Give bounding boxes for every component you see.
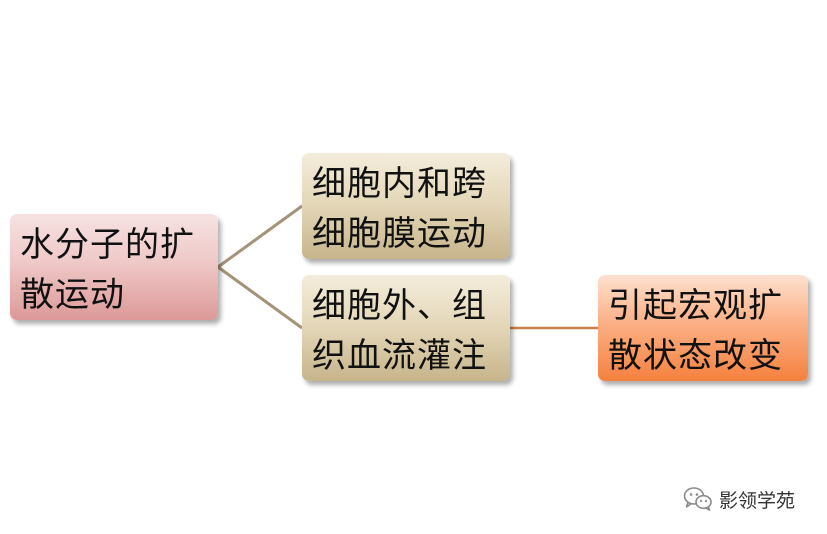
connector-root-to-extracellular [217, 265, 303, 330]
node-result-line-1: 引起宏观扩 [608, 286, 783, 326]
wechat-icon [683, 487, 712, 511]
watermark: 影领学苑 [683, 484, 795, 514]
node-water-diffusion-line-1: 水分子的扩 [20, 225, 195, 265]
node-extracellular-perfusion: 细胞外、组 织血流灌注 [302, 275, 510, 381]
node-macroscopic-diffusion-change: 引起宏观扩 散状态改变 [598, 275, 808, 381]
node-intracellular-line-1: 细胞内和跨 [312, 164, 487, 204]
node-intracellular-transmembrane: 细胞内和跨 细胞膜运动 [302, 153, 510, 259]
node-water-diffusion: 水分子的扩 散运动 [10, 214, 218, 320]
node-intracellular-line-2: 细胞膜运动 [312, 214, 487, 254]
node-result-line-2: 散状态改变 [608, 336, 783, 376]
watermark-text: 影领学苑 [719, 489, 796, 512]
node-extracellular-line-1: 细胞外、组 [312, 286, 487, 326]
node-extracellular-line-2: 织血流灌注 [312, 336, 487, 376]
connector-root-to-intracellular [217, 204, 303, 269]
node-water-diffusion-line-2: 散运动 [20, 275, 125, 315]
